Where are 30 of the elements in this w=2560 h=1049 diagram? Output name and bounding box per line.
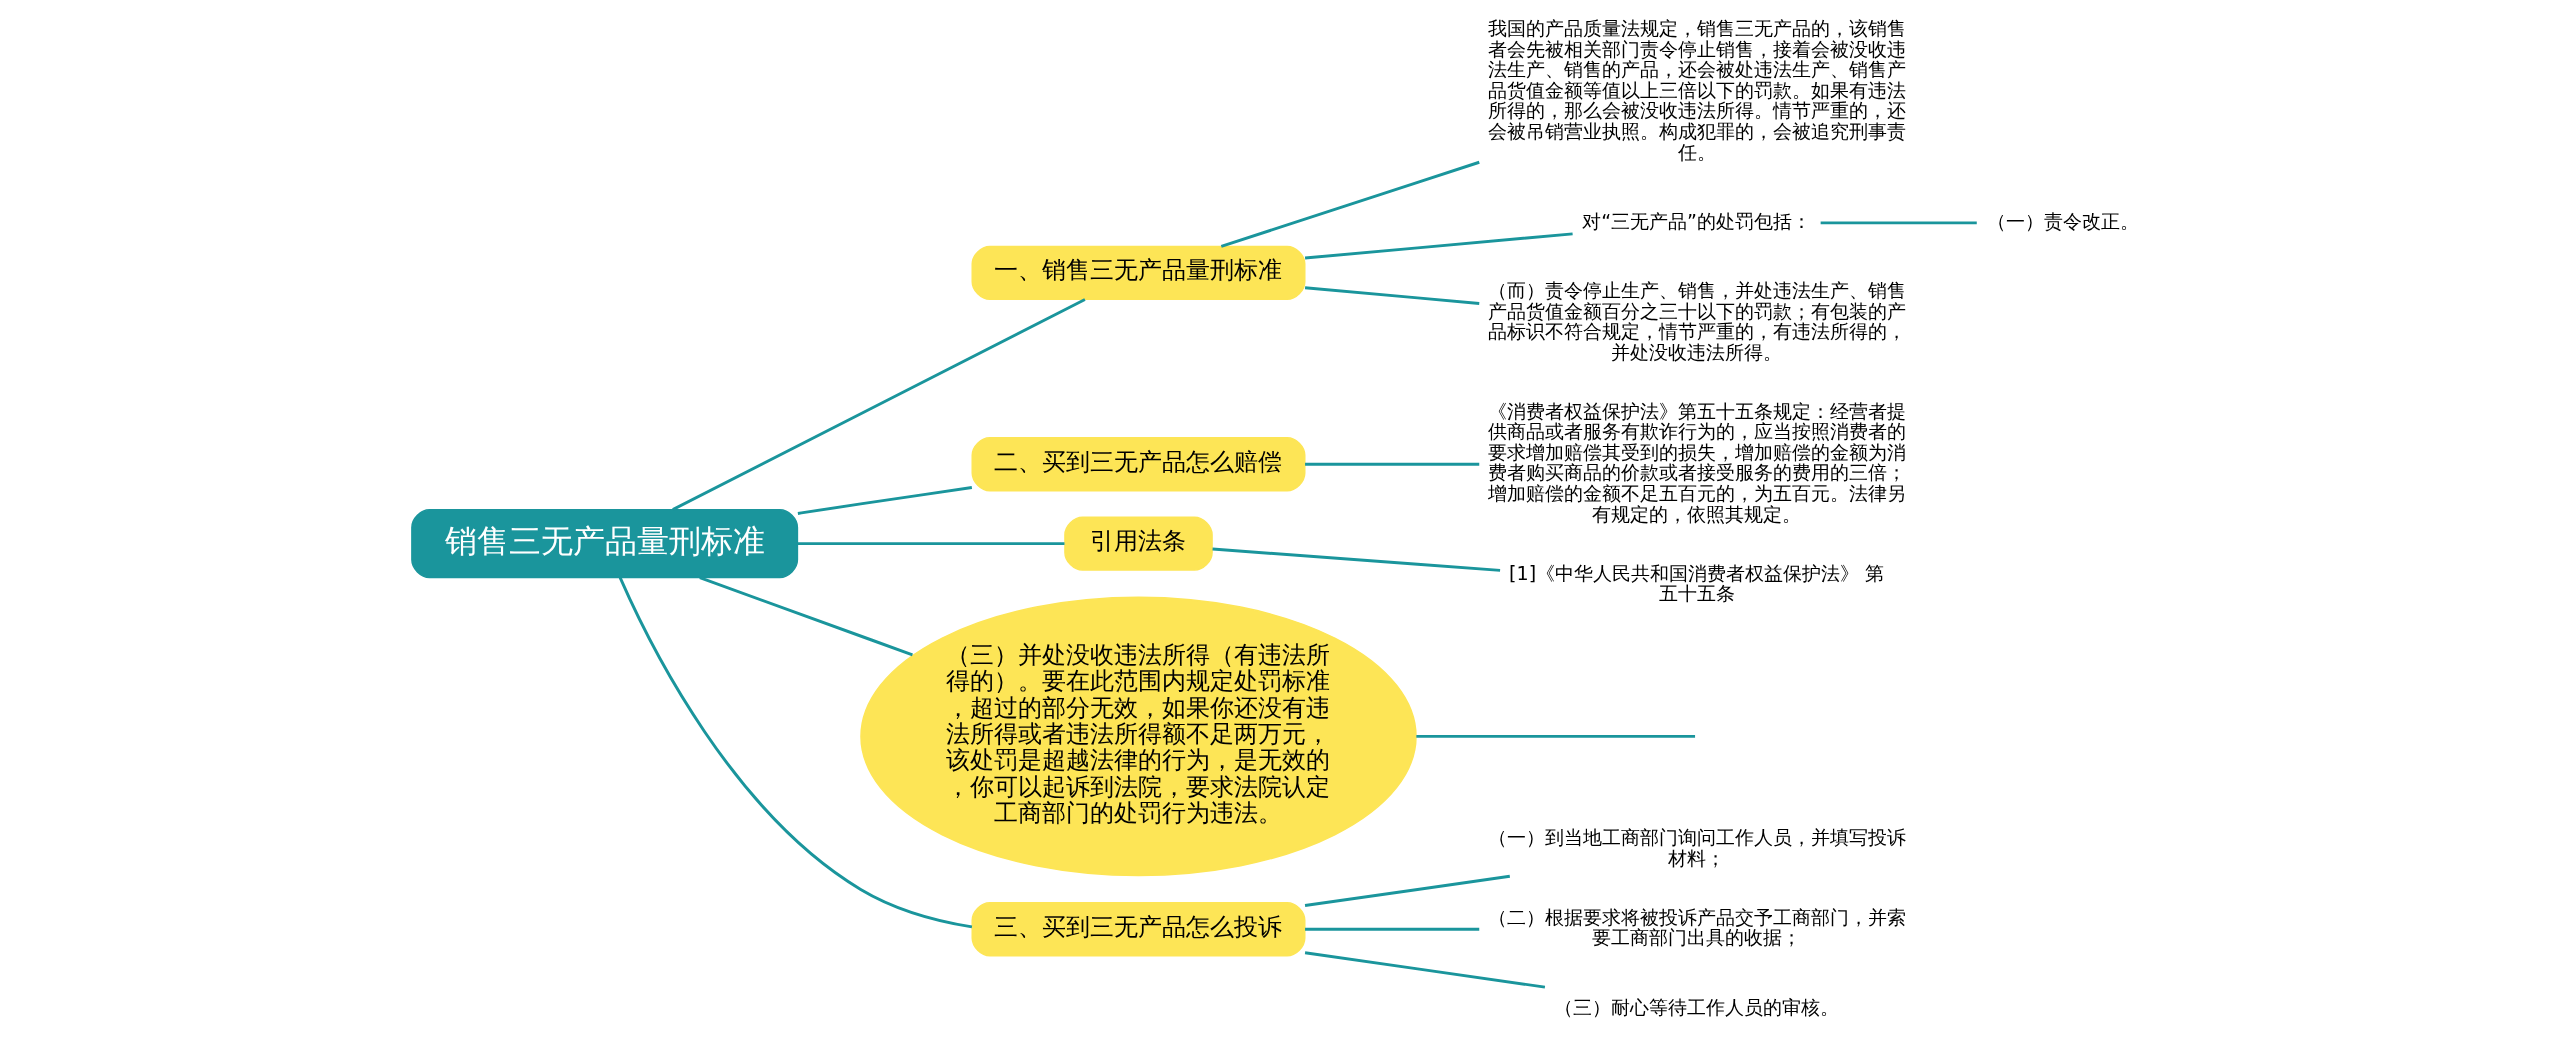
node-text: （一）责令改正。 <box>1986 209 2139 233</box>
node-text: 《消费者权益保护法》第五十五条规定：经营者提供商品或者服务有欺诈行为的，应当按照消费者的要求增加赔偿其受到的损失，增加赔偿的金额为消费者购买商品的价款或者接受服务的费用的三倍；增加赔偿的金额不足五百元的，为五百元。法律另有规定的，依照其规定。 <box>1487 399 1906 526</box>
connector <box>1211 547 1500 572</box>
connector <box>1220 160 1480 248</box>
connector <box>1304 874 1510 907</box>
connector <box>1304 927 1479 931</box>
connector <box>1304 951 1545 989</box>
connector <box>797 486 972 515</box>
node-text: 对“三无产品”的处罚包括： <box>1581 209 1811 233</box>
node-box: 引用法条 <box>1063 516 1213 571</box>
node-box: 一、销售三无产品量刑标准 <box>971 245 1305 301</box>
node-text: （二）根据要求将被投诉产品交予工商部门，并索要工商部门出具的收据； <box>1487 905 1906 950</box>
node-text: 我国的产品质量法规定，销售三无产品的，该销售者会先被相关部门责令停止销售，接着会被没收违法生产、销售的产品，还会被处违法生产、销售产品货值金额等值以上三倍以下的罚款。如果有违法所得的，那么会被没收违法所得。情节严重的，还会被吊销营业执照。构成犯罪的，会被追究刑事责任。 <box>1487 17 1906 164</box>
connector <box>698 576 913 657</box>
connector <box>1304 462 1479 466</box>
node-box: 三、买到三无产品怎么投诉 <box>971 901 1305 957</box>
connector <box>618 577 972 929</box>
connector <box>1304 232 1573 260</box>
node-text: [1]《中华人民共和国消费者权益保护法》 第五十五条 <box>1508 561 1884 606</box>
node-box: 二、买到三无产品怎么赔偿 <box>971 436 1305 492</box>
node-text: （而）责令停止生产、销售，并处违法生产、销售产品货值金额百分之三十以下的罚款；有包装的产品标识不符合规定，情节严重的，有违法所得的，并处没收违法所得。 <box>1487 279 1906 364</box>
connector <box>1820 221 1977 225</box>
connector <box>1415 734 1695 738</box>
connector <box>671 298 1086 511</box>
node-text: （一）到当地工商部门询问工作人员，并填写投诉材料； <box>1487 826 1906 870</box>
node-ellipse: （三）并处没收违法所得（有违法所得的）。要在此范围内规定处罚标准，超过的部分无效，如果你还没有违法所得或者违法所得额不足两万元，该处罚是超越法律的行为，是无效的，你可以起诉到法院，要求法院认定工商部门的处罚行为违法。 <box>859 596 1417 877</box>
node-text: （三）耐心等待工作人员的审核。 <box>1553 995 1839 1019</box>
node-box: 销售三无产品量刑标准 <box>410 509 798 579</box>
connector <box>796 542 1064 546</box>
connector <box>1304 286 1479 305</box>
